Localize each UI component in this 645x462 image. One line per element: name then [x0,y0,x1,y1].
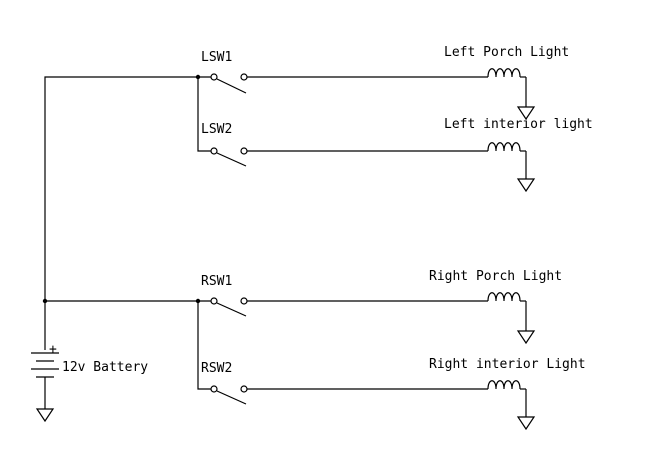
light-right-porch: Right Porch Light [429,269,562,345]
switch-contact [210,297,218,305]
ground-icon [516,106,536,121]
switch-blade [216,390,247,405]
battery: + 12v Battery [31,342,148,423]
ground-icon [516,416,536,431]
battery-ground-icon [35,408,55,423]
switch-contact [240,147,248,155]
switch-label: RSW2 [201,361,232,376]
junction-dot [195,298,201,304]
junction-dot [42,298,48,304]
switch-rsw1: RSW1 [201,274,488,317]
battery-plus-sign: + [49,342,57,357]
light-coil-icon [487,142,521,152]
light-coil-icon [487,292,521,302]
rsw2-branch-wire [197,301,211,390]
light-label: Right interior Light [429,357,586,372]
switch-contact [210,385,218,393]
light-left-interior: Left interior light [444,117,593,193]
switch-blade [216,152,247,167]
left-bus-wire [44,76,211,350]
light-left-porch: Left Porch Light [444,45,569,121]
switch-contact [240,297,248,305]
switch-label: LSW1 [201,50,232,65]
switch-rsw2: RSW2 [201,361,488,405]
light-coil-icon [487,380,521,390]
light-right-interior: Right interior Light [429,357,586,431]
lsw2-branch-wire [197,77,211,152]
switch-contact [210,73,218,81]
switch-lsw2: LSW2 [201,122,488,167]
ground-icon [516,330,536,345]
main-bus [42,74,211,390]
junction-dot [195,74,201,80]
light-label: Left interior light [444,117,593,132]
switch-contact [240,73,248,81]
ground-icon [516,178,536,193]
light-label: Left Porch Light [444,45,569,60]
switch-label: RSW1 [201,274,232,289]
battery-label: 12v Battery [62,360,148,375]
switch-contact [240,385,248,393]
light-label: Right Porch Light [429,269,562,284]
switch-lsw1: LSW1 [201,50,488,94]
switch-contact [210,147,218,155]
switch-blade [216,302,247,317]
switch-label: LSW2 [201,122,232,137]
light-coil-icon [487,68,521,78]
switch-blade [216,78,247,94]
